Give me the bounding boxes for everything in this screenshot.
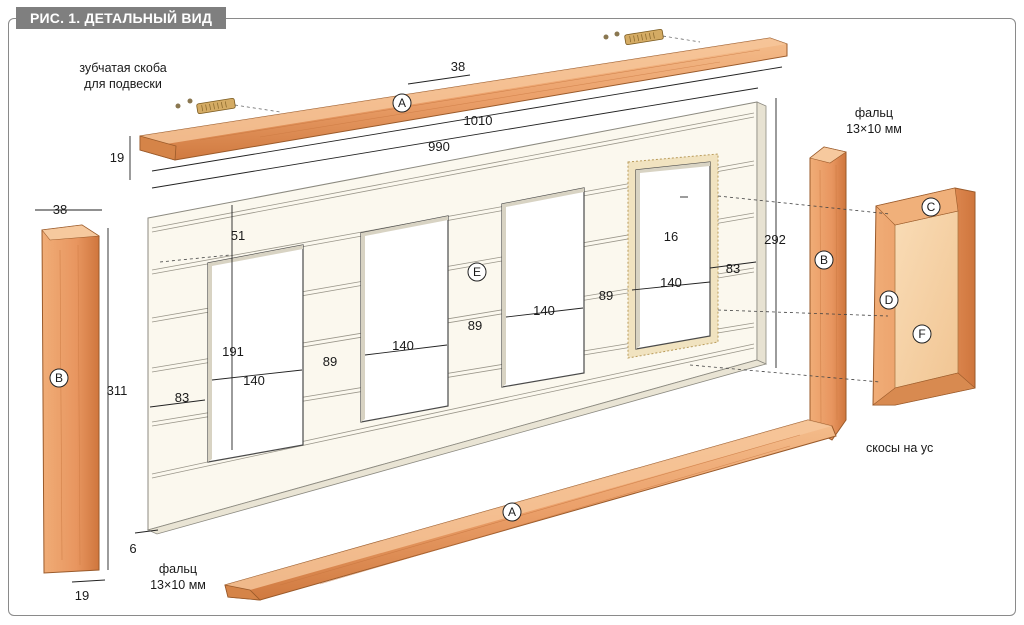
figure-title: РИС. 1. ДЕТАЛЬНЫЙ ВИД [16, 7, 227, 29]
part-label-c: C [921, 197, 941, 217]
window-opening [360, 215, 449, 423]
top-rail-a [139, 37, 788, 161]
svg-text:A: A [508, 505, 516, 519]
dim-window-width-3: 140 [533, 303, 555, 318]
dim-gap-1: 89 [323, 354, 337, 369]
svg-text:A: A [398, 96, 406, 110]
window-opening [501, 187, 585, 388]
dim-rail-height: 19 [110, 150, 124, 165]
part-label-f: F [912, 324, 932, 344]
dim-opening-height: 191 [222, 344, 244, 359]
svg-text:D: D [885, 293, 894, 307]
svg-text:B: B [820, 253, 828, 267]
dimension-lines [35, 66, 783, 583]
part-label-b-right: B [814, 250, 834, 270]
part-label-a-top: A [392, 93, 412, 113]
hanger-bracket-left [175, 97, 236, 115]
dim-side-margin-left: 83 [175, 390, 189, 405]
callout-miter: скосы на ус [866, 441, 933, 455]
dim-gap-2: 89 [468, 318, 482, 333]
dim-stile-thickness: 19 [75, 588, 89, 603]
dim-window-width-2: 140 [392, 338, 414, 353]
dim-stile-height: 311 [107, 383, 128, 398]
dim-panel-length: 990 [428, 139, 450, 154]
dim-top-margin: 51 [231, 228, 245, 243]
leader-lines [159, 195, 891, 383]
callout-rabbet-bottom: фальц 13×10 мм [150, 562, 206, 592]
svg-text:для подвески: для подвески [84, 77, 162, 91]
svg-text:зубчатая скоба: зубчатая скоба [79, 61, 166, 75]
left-stile-b [41, 224, 100, 574]
back-panel-e [146, 101, 768, 535]
dim-window-width-1: 140 [243, 373, 265, 388]
dim-side-margin-right: 83 [726, 261, 740, 276]
callout-rabbet-right: фальц 13×10 мм [846, 106, 902, 136]
bottom-rail-a [224, 419, 837, 601]
hanger-bracket-right [603, 28, 664, 46]
inset-frame-c-d [872, 187, 976, 406]
dim-overall-length: 1010 [464, 113, 493, 128]
svg-text:фальц: фальц [159, 562, 197, 576]
figure-frame [8, 18, 1016, 616]
svg-text:B: B [55, 371, 63, 385]
svg-text:13×10 мм: 13×10 мм [846, 122, 902, 136]
window-opening-highlighted [627, 153, 719, 359]
part-label-b-left: B [49, 368, 69, 388]
callout-bracket: зубчатая скоба для подвески [79, 61, 166, 91]
dim-gap-3: 89 [599, 288, 613, 303]
dim-top-width: 38 [451, 59, 465, 74]
part-label-e: E [467, 262, 487, 282]
dim-panel-height: 292 [764, 232, 786, 247]
right-stile-b [809, 146, 847, 441]
svg-text:C: C [927, 200, 936, 214]
part-label-a-bottom: A [502, 502, 522, 522]
dim-corner-offset: 16 [664, 229, 678, 244]
svg-text:E: E [473, 265, 481, 279]
dim-window-width-4: 140 [660, 275, 682, 290]
dim-stile-width: 38 [53, 202, 67, 217]
svg-text:фальц: фальц [855, 106, 893, 120]
svg-text:F: F [918, 327, 925, 341]
part-label-d: D [879, 290, 899, 310]
svg-text:13×10 мм: 13×10 мм [150, 578, 206, 592]
dim-panel-thickness: 6 [129, 541, 136, 556]
